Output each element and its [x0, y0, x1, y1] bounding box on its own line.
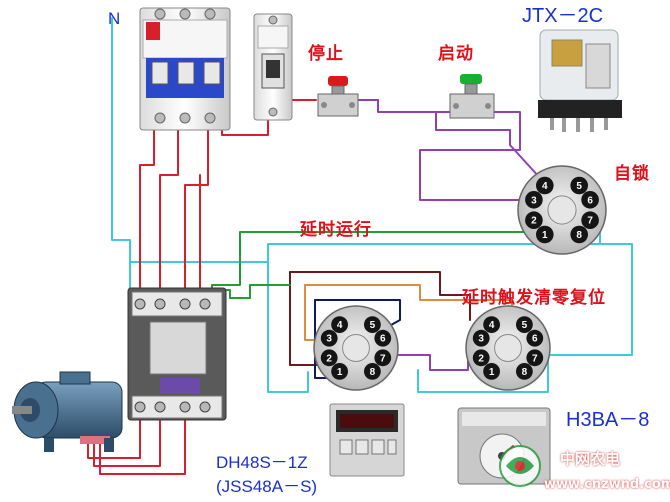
socket-pin	[526, 329, 544, 347]
socket-pin	[536, 176, 554, 195]
socket-pin-number: 3	[531, 195, 537, 206]
socket-pin	[525, 211, 543, 229]
dh48s-socket: 12 34 56 78	[313, 305, 399, 391]
socket-pin	[525, 191, 543, 209]
socket-pin-number: 2	[326, 353, 332, 364]
start-label: 启动	[438, 44, 474, 64]
socket-pin	[483, 363, 500, 380]
main-circuit-breaker	[139, 7, 231, 131]
wire-phase-b	[159, 127, 179, 291]
wire-coil	[211, 211, 551, 291]
socket-pin	[320, 329, 338, 347]
self-lock-socket: 12 34 56 78	[517, 165, 607, 255]
wire-stop-to-start	[355, 99, 453, 113]
socket-pin-number: 5	[370, 320, 376, 331]
wire-phase-c	[184, 127, 209, 291]
socket-pin	[331, 363, 348, 380]
socket-pin-number: 7	[587, 216, 593, 227]
socket-pin	[320, 349, 338, 367]
socket-pin	[364, 363, 381, 380]
wire-timer-1b	[289, 271, 331, 366]
watermark-title: 中网农电	[560, 450, 621, 468]
socket-pin	[536, 225, 554, 244]
jtx-relay	[538, 29, 622, 132]
neutral-label: N	[108, 9, 121, 28]
socket-pin-number: 7	[532, 353, 538, 364]
wire-green-aux	[214, 284, 291, 299]
socket-pin-number: 4	[542, 181, 548, 192]
wire-neutral-timer	[267, 261, 309, 393]
delay-reset-label: 延时触发清零复位	[462, 288, 606, 308]
socket-pin	[581, 191, 599, 209]
socket-pin-number: 6	[532, 334, 538, 345]
socket-pin	[374, 329, 392, 347]
wire-start-out	[419, 111, 521, 201]
watermark-url: www.cnzwnd.com	[544, 477, 670, 492]
socket-pin	[516, 363, 533, 380]
wire-motor-a	[87, 419, 141, 459]
socket-pin-number: 1	[337, 367, 343, 378]
socket-pin	[526, 349, 544, 367]
socket-pin	[374, 349, 392, 367]
electric-motor	[12, 371, 123, 452]
wire-timer-trigger	[389, 347, 469, 371]
socket-pin-number: 7	[380, 353, 386, 364]
stop-label: 停止	[308, 44, 344, 64]
relay-model-2-label: H3BA－8	[566, 409, 650, 431]
socket-pin	[364, 316, 381, 333]
socket-pin-number: 1	[542, 230, 548, 241]
socket-pin	[570, 176, 588, 195]
socket-pin-number: 8	[576, 230, 582, 241]
socket-pin	[581, 211, 599, 229]
wire-timer-1	[289, 271, 471, 321]
socket-pin-number: 4	[489, 320, 495, 331]
wire-neutral	[111, 17, 131, 291]
control-circuit-breaker	[253, 13, 293, 121]
socket-pin	[483, 316, 500, 333]
dh48s-timer	[329, 403, 405, 477]
watermark-logo	[499, 445, 541, 487]
socket-pin-number: 8	[370, 367, 376, 378]
socket-pin	[331, 316, 348, 333]
wire-neutral-h3ba	[417, 357, 549, 393]
stop-button	[317, 76, 359, 117]
socket-pin	[570, 225, 588, 244]
ac-contactor	[127, 287, 227, 421]
socket-pin-number: 2	[478, 353, 484, 364]
socket-pin-number: 1	[489, 367, 495, 378]
socket-pin-number: 2	[531, 216, 537, 227]
delay-run-label: 延时运行	[300, 220, 372, 240]
start-button	[449, 74, 495, 119]
wire-motor-c	[99, 419, 186, 475]
socket-pin-number: 6	[587, 195, 593, 206]
timer-model-label: DH48S－1Z	[216, 453, 308, 472]
socket-pin-number: 4	[337, 320, 343, 331]
wire-selflock	[435, 111, 541, 179]
relay-model-label: JTX－2C	[522, 5, 604, 27]
socket-pin-number: 3	[478, 334, 484, 345]
h3ba-socket: 12 34 56 78	[465, 305, 551, 391]
socket-pin-number: 8	[522, 367, 528, 378]
socket-pin-number: 3	[326, 334, 332, 345]
wire-control-supply	[221, 117, 269, 136]
wire-phase-a	[139, 127, 155, 291]
socket-pin-number: 6	[380, 334, 386, 345]
wire-motor-b	[93, 419, 161, 467]
wire-neutral-bus	[129, 243, 633, 356]
socket-pin	[472, 349, 490, 367]
socket-pin	[516, 316, 533, 333]
socket-pin-number: 5	[522, 320, 528, 331]
socket-pin-number: 5	[576, 181, 582, 192]
timer-model-alt-label: (JSS48A－S)	[216, 477, 318, 496]
self-lock-label: 自锁	[614, 164, 650, 184]
socket-pin	[472, 329, 490, 347]
